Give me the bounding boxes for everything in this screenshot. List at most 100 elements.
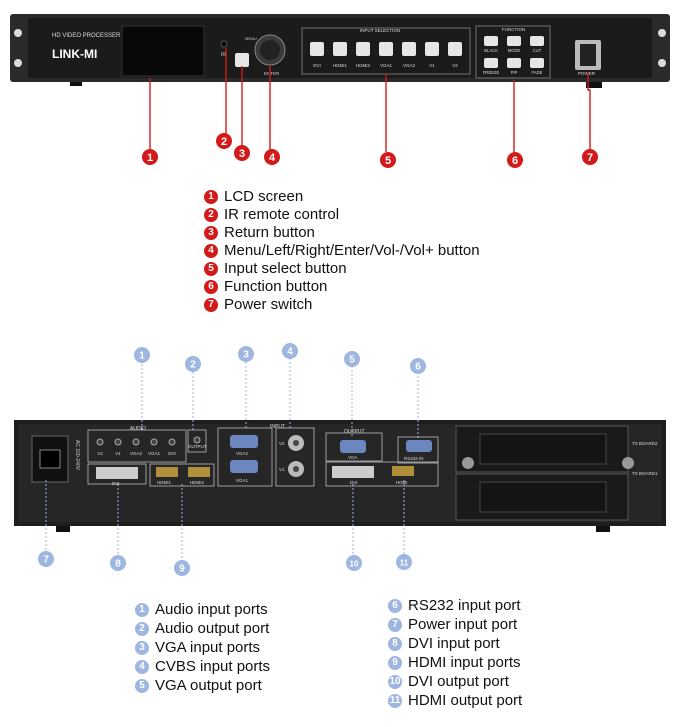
cvbs-box bbox=[275, 427, 315, 487]
input-button-6[interactable] bbox=[448, 42, 462, 56]
rack-hole bbox=[14, 59, 22, 67]
legend-number: 1 bbox=[135, 602, 149, 617]
cvbs-v2-label: V2 bbox=[279, 441, 285, 446]
input-button-label: HDMI1 bbox=[333, 63, 347, 68]
function-button-1[interactable] bbox=[507, 36, 521, 46]
vga-input-box bbox=[217, 427, 273, 487]
input-button-5[interactable] bbox=[425, 42, 439, 56]
model-label: HD VIDEO PROCESSER bbox=[52, 33, 121, 39]
rear-callout-number: 11 bbox=[400, 559, 409, 568]
audio-out-box bbox=[187, 429, 207, 453]
legend-text: Return button bbox=[224, 224, 315, 241]
function-button-label: BLACK bbox=[484, 48, 498, 53]
legend-text: CVBS input ports bbox=[155, 657, 271, 675]
ac-label: AC 100-240V bbox=[74, 440, 80, 471]
output-label: OUTPUT bbox=[188, 444, 207, 449]
legend-number: 4 bbox=[204, 244, 218, 258]
legend-text: Power input port bbox=[408, 615, 518, 633]
vga-output-port bbox=[340, 440, 366, 453]
input-button-label: V2 bbox=[452, 63, 458, 68]
dvi-in-label: DVI bbox=[112, 481, 120, 486]
legend-number: 7 bbox=[204, 298, 218, 312]
legend-text: VGA input ports bbox=[155, 638, 261, 656]
rs232-label: RS232 IN bbox=[404, 456, 424, 461]
audio-output-port bbox=[193, 436, 201, 444]
rear-callout-number: 2 bbox=[190, 360, 196, 371]
legend-item: 11 HDMI output port bbox=[388, 691, 522, 710]
rack-hole bbox=[658, 59, 666, 67]
legend-text: DVI input port bbox=[408, 634, 500, 652]
input-button-0[interactable] bbox=[310, 42, 324, 56]
rear-callout-number: 6 bbox=[415, 362, 421, 373]
input-button-1[interactable] bbox=[333, 42, 347, 56]
legend-text: DVI output port bbox=[408, 672, 509, 690]
function-title: FUNCTION bbox=[502, 27, 525, 32]
audio-port-label: VGA1 bbox=[148, 451, 161, 456]
function-button-label: FREEZE bbox=[483, 70, 500, 75]
rear-callout-number: 8 bbox=[115, 559, 121, 570]
rear-callout-8 bbox=[110, 555, 126, 571]
legend-number: 10 bbox=[388, 674, 402, 689]
input-button-label: VGA2 bbox=[403, 63, 416, 68]
legend-number: 2 bbox=[135, 621, 149, 636]
front-callout-number: 2 bbox=[221, 136, 227, 148]
legend-text: Power switch bbox=[224, 296, 313, 313]
ir-sensor bbox=[220, 40, 228, 48]
legend-text: HDMI output port bbox=[408, 691, 523, 709]
legend-text: Audio output port bbox=[155, 619, 270, 637]
legend-text: Menu/Left/Right/Enter/Vol-/Vol+ button bbox=[224, 242, 480, 259]
audio-input-port bbox=[150, 438, 158, 446]
front-callout-6 bbox=[507, 152, 523, 168]
audio-input-port bbox=[168, 438, 176, 446]
input-button-4[interactable] bbox=[402, 42, 416, 56]
rear-callout-number: 10 bbox=[350, 560, 359, 569]
function-button-4[interactable] bbox=[507, 58, 521, 68]
ir-label: IR bbox=[221, 52, 226, 58]
power-label: POWER bbox=[578, 71, 596, 76]
rear-callout-4 bbox=[282, 343, 298, 359]
legend-item: 7 Power switch bbox=[204, 296, 480, 314]
audio-port-label: DVI bbox=[168, 451, 176, 456]
input-button-label: V1 bbox=[429, 63, 435, 68]
function-button-2[interactable] bbox=[530, 36, 544, 46]
brand-logo: LINK-MI bbox=[52, 47, 97, 61]
legend-number: 1 bbox=[204, 190, 218, 204]
input-button-label: VGA1 bbox=[380, 63, 393, 68]
legend-text: IR remote control bbox=[224, 206, 340, 223]
function-button-label: CUT bbox=[533, 48, 542, 53]
front-callout-number: 3 bbox=[239, 148, 245, 160]
rear-callout-2 bbox=[185, 356, 201, 372]
return-button[interactable] bbox=[235, 53, 249, 67]
input-button-label: HDMI2 bbox=[356, 63, 370, 68]
legend-number: 11 bbox=[388, 693, 402, 708]
function-button-3[interactable] bbox=[484, 58, 498, 68]
legend-number: 5 bbox=[204, 262, 218, 276]
function-button-label: MODE bbox=[508, 48, 521, 53]
function-button-0[interactable] bbox=[484, 36, 498, 46]
rear-callout-number: 4 bbox=[287, 347, 293, 358]
hdmi-input-port-2 bbox=[188, 467, 210, 477]
legend-number: 2 bbox=[204, 208, 218, 222]
function-button-label: FADE bbox=[532, 70, 543, 75]
rack-hole bbox=[14, 29, 22, 37]
audio-box bbox=[87, 429, 187, 463]
input-button-3[interactable] bbox=[379, 42, 393, 56]
input-button-2[interactable] bbox=[356, 42, 370, 56]
function-box bbox=[475, 25, 551, 79]
legend-text: Audio input ports bbox=[155, 600, 268, 618]
legend-number: 9 bbox=[388, 655, 402, 670]
function-button-label: PIP bbox=[511, 70, 518, 75]
function-button-5[interactable] bbox=[530, 58, 544, 68]
rear-callout-3 bbox=[238, 346, 254, 362]
rear-callout-number: 3 bbox=[243, 350, 249, 361]
hdmi1-label: HDMI1 bbox=[157, 480, 171, 485]
rear-callout-1 bbox=[134, 347, 150, 363]
audio-port-label: V1 bbox=[115, 451, 121, 456]
front-callout-7 bbox=[582, 149, 598, 165]
